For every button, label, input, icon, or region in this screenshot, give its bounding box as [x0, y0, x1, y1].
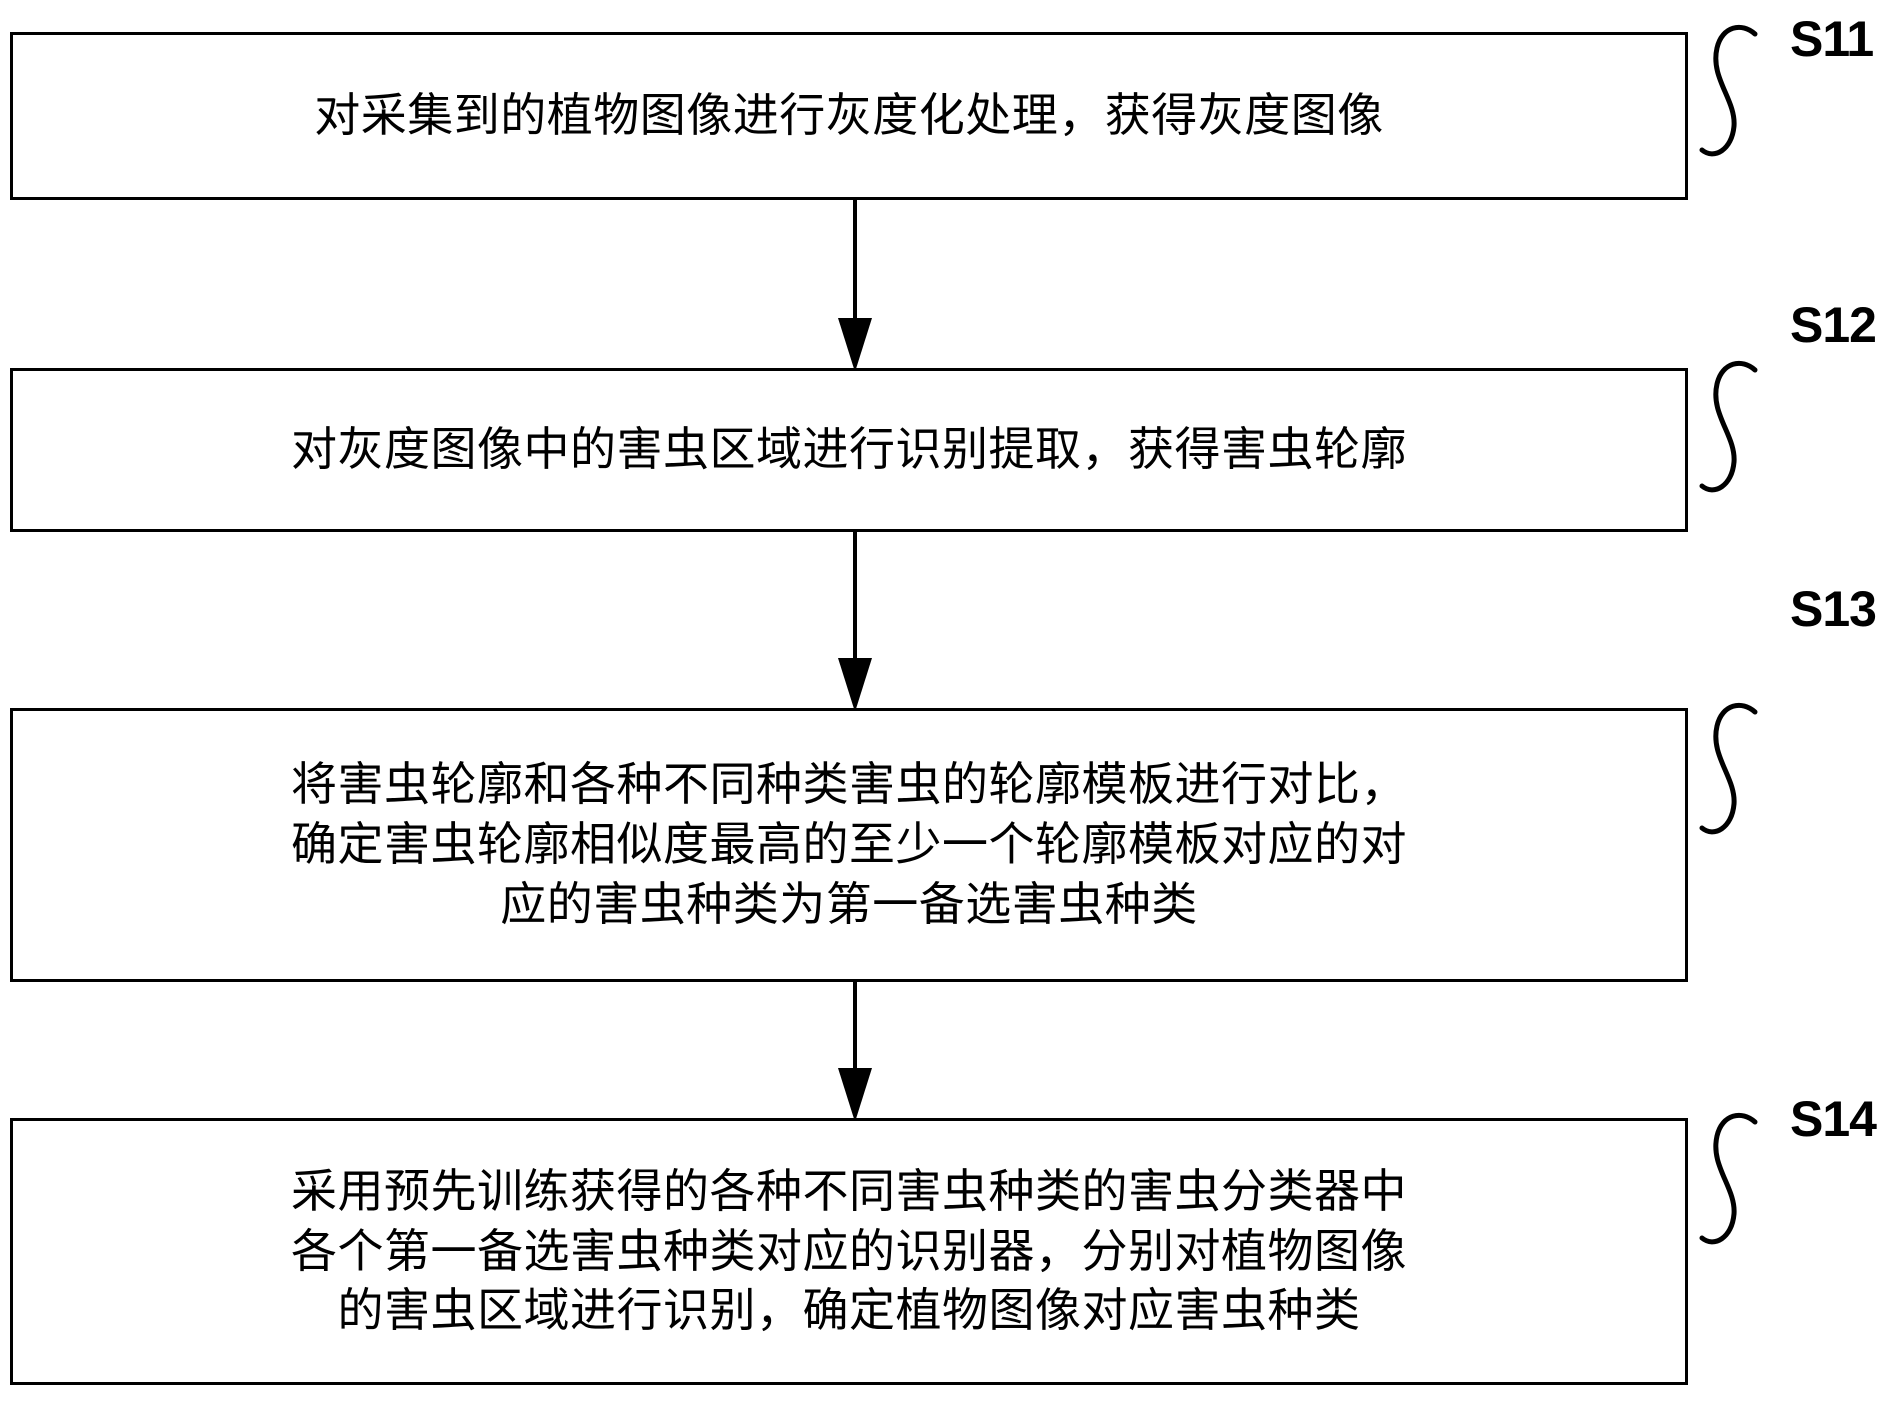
leader-curve-s13 — [1699, 702, 1758, 835]
leader-curve-s14 — [1699, 1112, 1758, 1245]
flow-step-box-s14[interactable]: 采用预先训练获得的各种不同害虫种类的害虫分类器中 各个第一备选害虫种类对应的识别… — [10, 1118, 1688, 1385]
step-label-s11: S11 — [1790, 11, 1874, 67]
step-label-s14: S14 — [1790, 1091, 1877, 1147]
arrow-s13-s14 — [838, 982, 872, 1122]
flow-step-box-s12[interactable]: 对灰度图像中的害虫区域进行识别提取，获得害虫轮廓 — [10, 368, 1688, 532]
flow-step-text-s13: 将害虫轮廓和各种不同种类害虫的轮廓模板进行对比， 确定害虫轮廓相似度最高的至少一… — [291, 757, 1407, 931]
arrow-s11-s12 — [838, 200, 872, 372]
step-label-s13: S13 — [1790, 581, 1877, 637]
arrow-s12-s13 — [838, 532, 872, 712]
leader-curve-s12 — [1699, 360, 1758, 493]
flow-step-text-s11: 对采集到的植物图像进行灰度化处理，获得灰度图像 — [314, 88, 1384, 143]
flow-step-text-s12: 对灰度图像中的害虫区域进行识别提取，获得害虫轮廓 — [291, 422, 1407, 477]
step-label-s12: S12 — [1790, 297, 1877, 353]
flow-step-box-s13[interactable]: 将害虫轮廓和各种不同种类害虫的轮廓模板进行对比， 确定害虫轮廓相似度最高的至少一… — [10, 708, 1688, 982]
flow-step-box-s11[interactable]: 对采集到的植物图像进行灰度化处理，获得灰度图像 — [10, 32, 1688, 200]
leader-curve-s11 — [1699, 24, 1758, 157]
flow-step-text-s14: 采用预先训练获得的各种不同害虫种类的害虫分类器中 各个第一备选害虫种类对应的识别… — [291, 1163, 1407, 1338]
